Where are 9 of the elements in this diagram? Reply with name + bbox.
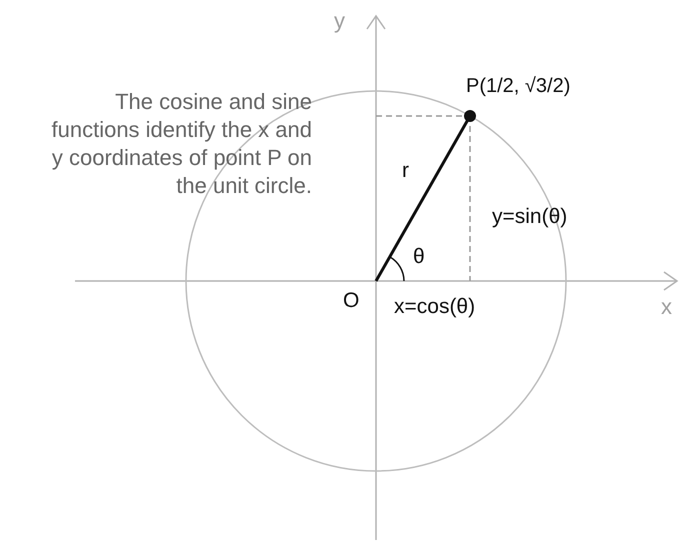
radius-label: r [402, 158, 409, 184]
sine-label: y=sin(θ) [492, 204, 568, 230]
axis-label: x [661, 294, 672, 320]
angle-label: θ [413, 244, 425, 270]
cosine-label: x=cos(θ) [394, 294, 476, 320]
origin-label: O [343, 288, 360, 314]
axis-label: y [334, 8, 345, 34]
point-label: P(1/2, √3/2) [466, 74, 570, 98]
description-text: The cosine and sine functions identify the x and y coordinates of point P on the unit circle. [50, 88, 312, 200]
